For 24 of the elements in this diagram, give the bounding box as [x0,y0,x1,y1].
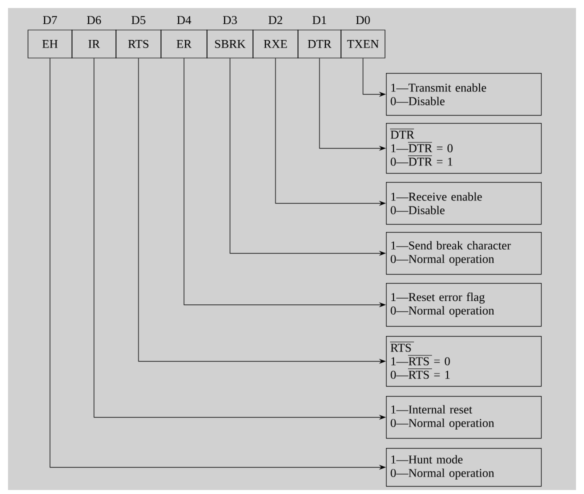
description-box: DTR 1—DTR = 0 0—DTR = 1 [386,123,542,174]
description-box: 1—Transmit enable 0—Disable [386,73,542,116]
description-box: 1—Internal reset 0—Normal operation [386,396,542,439]
bit-label: D3 [223,16,237,24]
bit-label: D5 [132,16,146,24]
bit-label: D7 [43,16,57,24]
description-box: 1—Hunt mode 0—Normal operation [386,448,542,487]
register-cell: EH [28,30,72,58]
bit-label: D0 [356,16,370,24]
register-cell: SBRK [206,30,254,58]
register-cell: RTS [116,30,162,58]
register-cell: IR [72,30,116,58]
bit-label: D1 [312,16,326,24]
register-cell: ER [160,30,208,58]
description-box: 1—Receive enable 0—Disable [386,182,542,225]
bit-label: D6 [87,16,101,24]
bit-label: D2 [268,16,282,24]
register-cell: RXE [252,30,298,58]
bit-label: D4 [177,16,192,24]
register-cell: DTR [298,30,342,58]
register-cell: TXEN [340,30,386,58]
description-box: 1—Reset error flag 0—Normal operation [386,282,542,327]
description-box: 1—Send break character 0—Normal operation [386,232,542,275]
description-box: RTS 1—RTS = 0 0—RTS = 1 [386,336,542,387]
